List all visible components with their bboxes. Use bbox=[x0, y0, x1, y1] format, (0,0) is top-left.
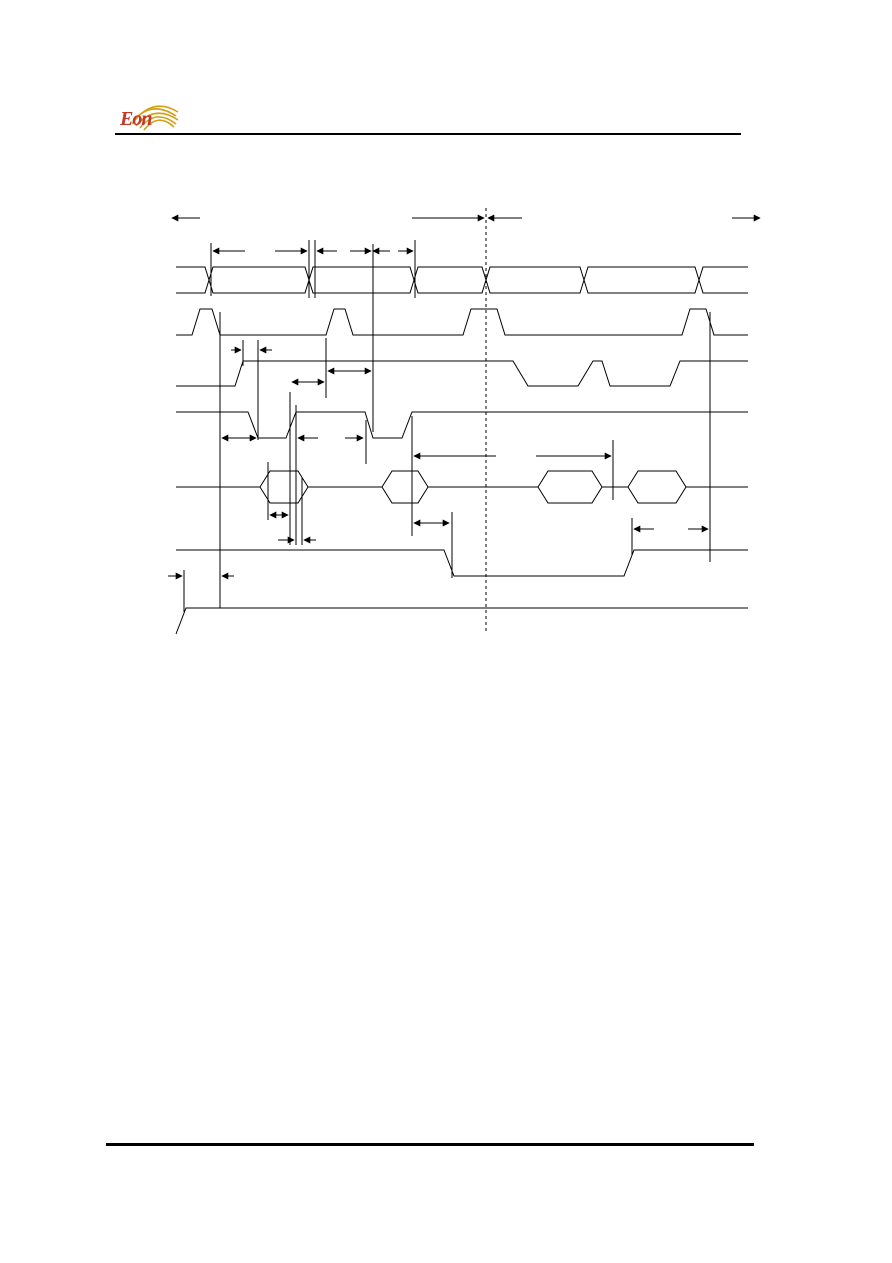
company-logo-icon bbox=[131, 105, 179, 131]
logo-wordmark: Eon bbox=[120, 108, 152, 130]
signal-address-bus bbox=[176, 266, 748, 294]
signal-control-a bbox=[176, 360, 748, 387]
footer-rule bbox=[106, 1143, 754, 1146]
header-rule bbox=[115, 133, 741, 135]
signal-clock bbox=[176, 308, 748, 336]
signal-ready-busy bbox=[176, 549, 748, 577]
row7-markers bbox=[168, 570, 234, 612]
signal-reset bbox=[175, 607, 748, 635]
row5-markers bbox=[267, 440, 614, 545]
row6-markers bbox=[451, 512, 709, 578]
row1-markers bbox=[210, 240, 416, 432]
signal-data-bus bbox=[176, 470, 748, 504]
row4-markers bbox=[221, 392, 413, 545]
signal-control-b bbox=[176, 411, 748, 439]
row3-markers bbox=[231, 338, 372, 440]
